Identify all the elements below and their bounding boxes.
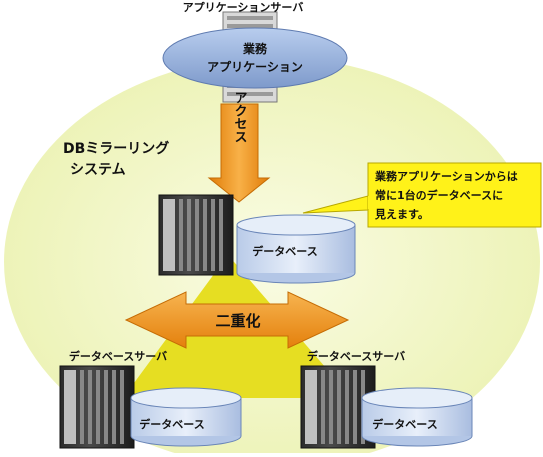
duplex-label: 二重化 [215, 312, 260, 330]
left-db-label: データベース [139, 417, 204, 431]
callout-line3: 見えます。 [374, 208, 429, 221]
app-bubble [162, 27, 348, 89]
left-db-server-icon [59, 365, 135, 449]
system-name-line2: システム [70, 162, 126, 178]
callout-line1: 業務アプリケーションからは [374, 169, 518, 183]
callout-box [367, 162, 542, 228]
left-db-cylinder [130, 387, 242, 447]
primary-db-label: データベース [252, 244, 317, 258]
callout-line2: 常に1台のデータベースに [375, 188, 503, 202]
primary-db-cylinder [236, 214, 356, 284]
right-server-caption: データベースサーバ [307, 349, 405, 363]
duplex-arrow [124, 291, 350, 349]
app-bubble-line1: 業務 [242, 41, 268, 56]
system-name-line1: DBミラーリング [63, 140, 169, 157]
right-db-label: データベース [372, 417, 437, 431]
access-arrow-label: アクセス [232, 91, 248, 143]
app-server-caption: アプリケーションサーバ [183, 0, 304, 14]
primary-db-server-icon [158, 194, 234, 276]
left-server-caption: データベースサーバ [69, 349, 167, 363]
right-db-cylinder [361, 387, 473, 447]
app-bubble-line2: アプリケーション [207, 59, 303, 74]
access-arrow [207, 103, 271, 203]
